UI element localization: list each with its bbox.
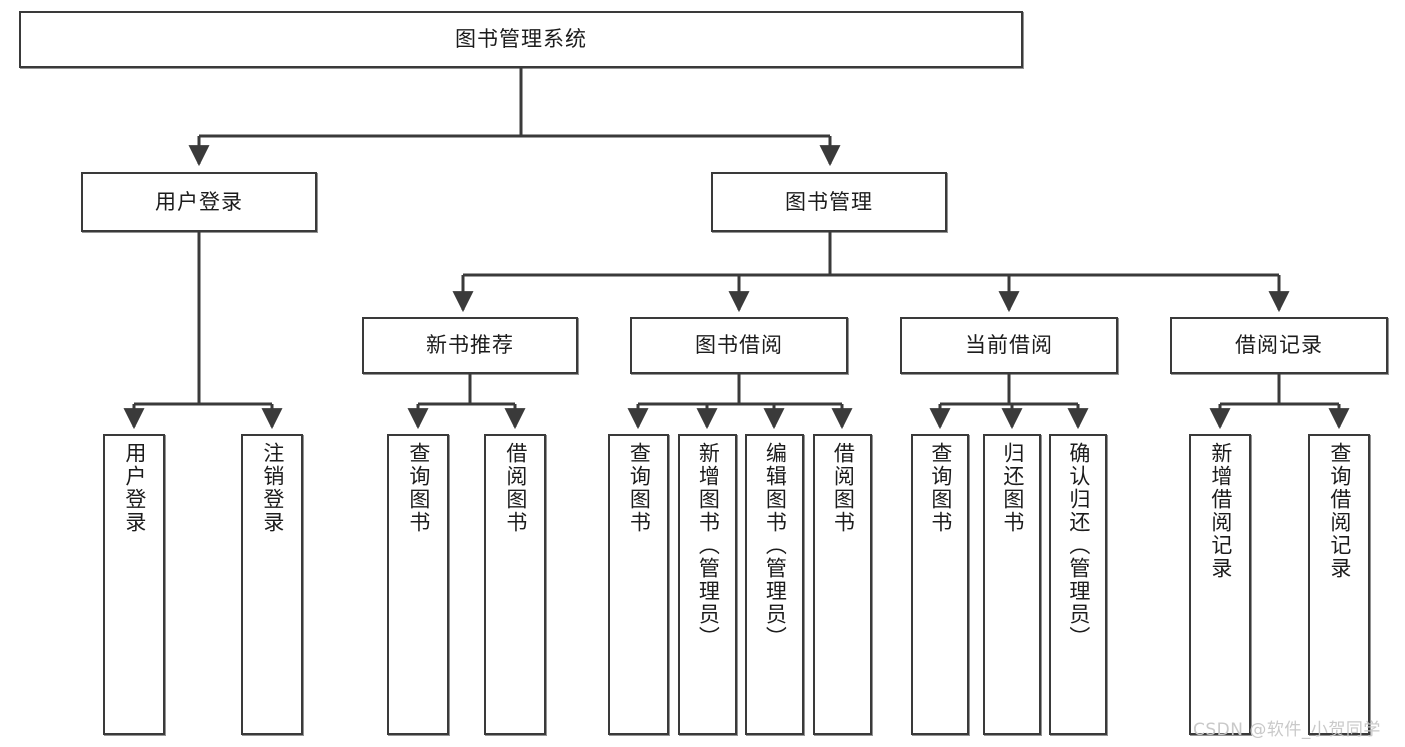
node-current-borrow-label: 当前借阅 xyxy=(965,333,1053,358)
leaf-query-book-2[interactable]: 查询图书 xyxy=(608,434,669,735)
leaf-return-book-label: 归还图书 xyxy=(1000,442,1025,534)
node-current-borrow[interactable]: 当前借阅 xyxy=(900,317,1118,374)
node-root-label: 图书管理系统 xyxy=(455,27,587,52)
leaf-add-book-label: 新增图书（管理员） xyxy=(696,442,721,649)
leaf-return-book[interactable]: 归还图书 xyxy=(983,434,1041,735)
node-user-login-label: 用户登录 xyxy=(155,189,243,214)
leaf-query-record-label: 查询借阅记录 xyxy=(1327,442,1352,580)
node-new-book-recommend-label: 新书推荐 xyxy=(426,333,514,358)
leaf-add-book[interactable]: 新增图书（管理员） xyxy=(678,434,737,735)
leaf-borrow-book-2[interactable]: 借阅图书 xyxy=(813,434,872,735)
leaf-user-login[interactable]: 用户登录 xyxy=(103,434,165,735)
leaf-add-record-label: 新增借阅记录 xyxy=(1208,442,1233,580)
leaf-confirm-return[interactable]: 确认归还（管理员） xyxy=(1049,434,1107,735)
leaf-confirm-return-label: 确认归还（管理员） xyxy=(1066,442,1091,649)
leaf-logout[interactable]: 注销登录 xyxy=(241,434,303,735)
leaf-query-book-1-label: 查询图书 xyxy=(406,442,431,534)
node-root[interactable]: 图书管理系统 xyxy=(19,11,1023,68)
leaf-borrow-book-2-label: 借阅图书 xyxy=(831,442,856,534)
node-borrow-record-label: 借阅记录 xyxy=(1235,333,1323,358)
node-book-borrow-label: 图书借阅 xyxy=(695,333,783,358)
node-new-book-recommend[interactable]: 新书推荐 xyxy=(362,317,578,374)
leaf-edit-book[interactable]: 编辑图书（管理员） xyxy=(745,434,804,735)
leaf-query-book-3-label: 查询图书 xyxy=(928,442,953,534)
leaf-user-login-label: 用户登录 xyxy=(122,442,147,534)
node-borrow-record[interactable]: 借阅记录 xyxy=(1170,317,1388,374)
csdn-watermark: CSDN @软件_小贺同学 xyxy=(1193,720,1381,740)
leaf-query-record[interactable]: 查询借阅记录 xyxy=(1308,434,1370,735)
leaf-borrow-book-1[interactable]: 借阅图书 xyxy=(484,434,546,735)
node-book-manage[interactable]: 图书管理 xyxy=(711,172,947,232)
leaf-query-book-2-label: 查询图书 xyxy=(627,442,652,534)
leaf-query-book-3[interactable]: 查询图书 xyxy=(911,434,969,735)
node-user-login[interactable]: 用户登录 xyxy=(81,172,317,232)
node-book-borrow[interactable]: 图书借阅 xyxy=(630,317,848,374)
leaf-logout-label: 注销登录 xyxy=(260,442,285,534)
leaf-borrow-book-1-label: 借阅图书 xyxy=(503,442,528,534)
leaf-add-record[interactable]: 新增借阅记录 xyxy=(1189,434,1251,735)
leaf-query-book-1[interactable]: 查询图书 xyxy=(387,434,449,735)
node-book-manage-label: 图书管理 xyxy=(785,189,873,214)
leaf-edit-book-label: 编辑图书（管理员） xyxy=(763,442,788,649)
